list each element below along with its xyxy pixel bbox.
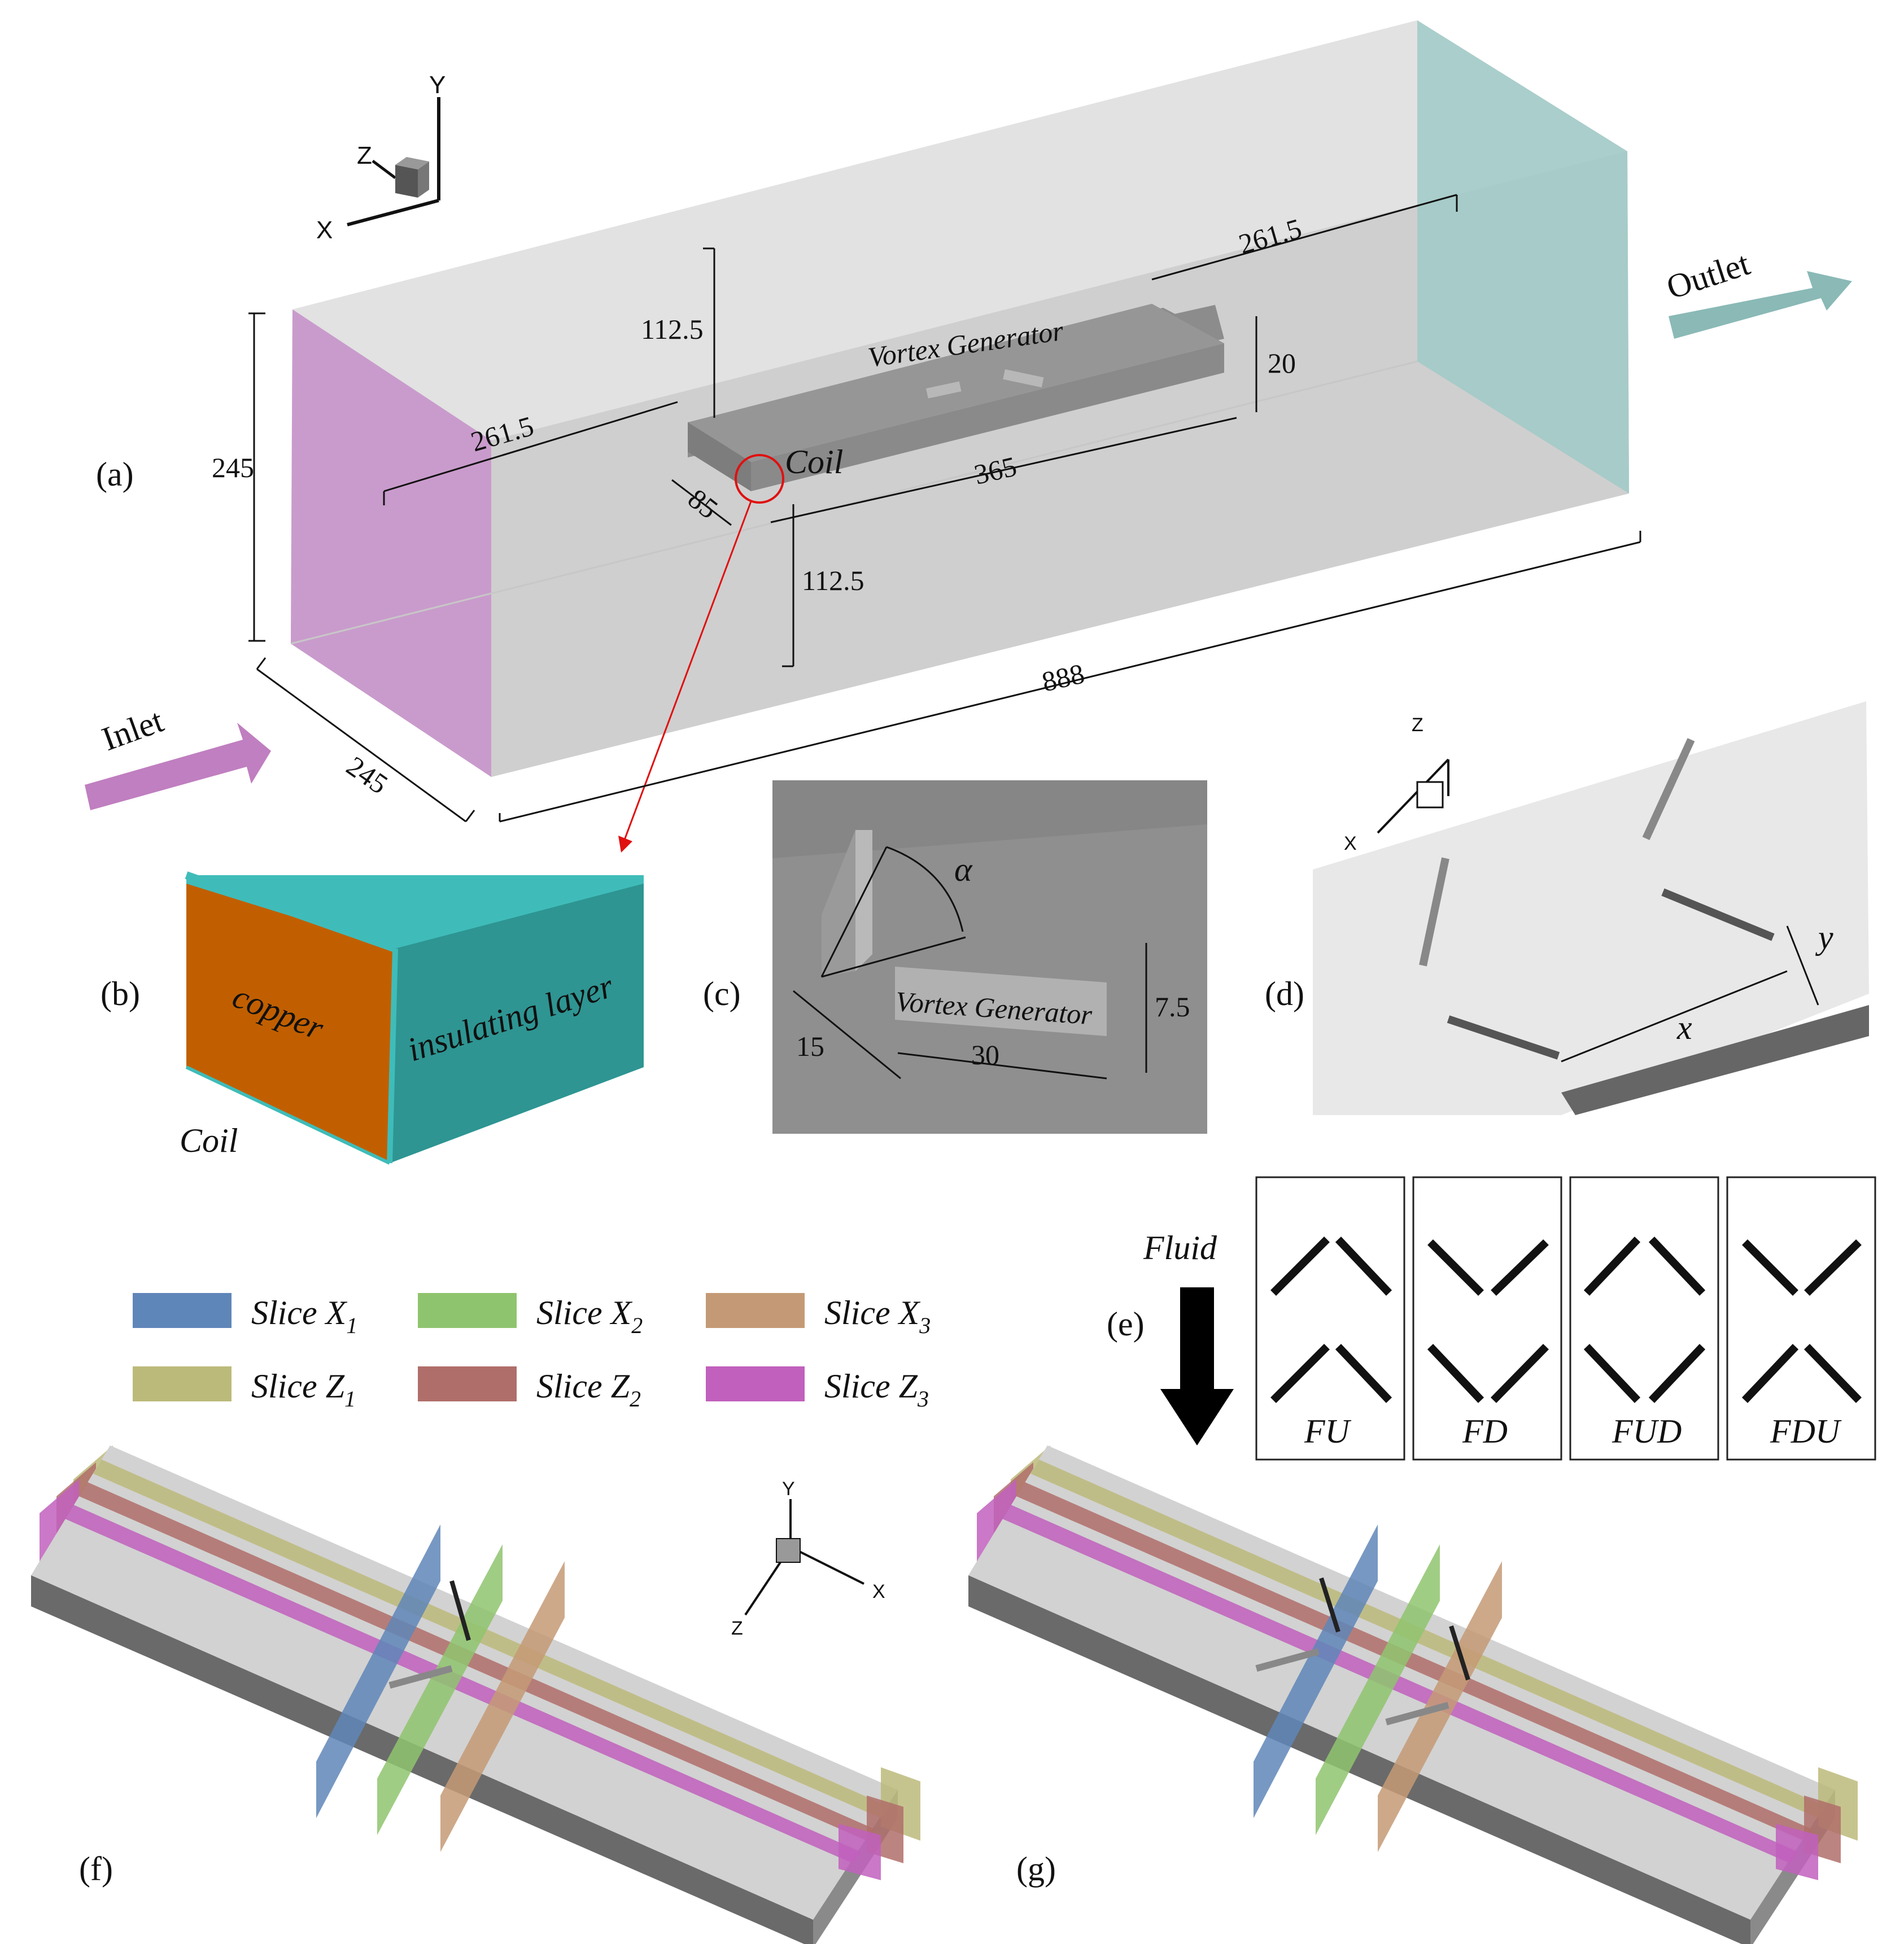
- coil-callout-circle: [735, 454, 784, 504]
- axis-label-x-a: X: [316, 216, 333, 244]
- vortex-generator-detail: [772, 780, 1207, 1134]
- y-dimension-label: y: [1815, 919, 1833, 956]
- legend-label-x1: Slice X1: [251, 1294, 357, 1338]
- axis-label-x-d: X: [1344, 833, 1357, 854]
- config-label-fdu: FDU: [1770, 1413, 1842, 1450]
- dim-top-gap: 112.5: [641, 313, 704, 345]
- outlet-arrow: [1669, 271, 1852, 339]
- config-box-fd: [1412, 1176, 1562, 1461]
- inlet-face: [291, 309, 491, 777]
- dim-bottom-gap: 112.5: [802, 565, 864, 596]
- axis-label-x-f: X: [872, 1581, 885, 1602]
- legend-swatch-z2: [418, 1366, 517, 1401]
- vg-plate: [895, 967, 1107, 1036]
- config-label-fd: FD: [1462, 1413, 1508, 1450]
- dim-thickness: 7.5: [1155, 991, 1190, 1023]
- axis-label-y-f: Y: [782, 1478, 795, 1500]
- duct-front-face: [491, 151, 1629, 777]
- dim-vg-length: 30: [971, 1039, 999, 1071]
- x-dimension-label: x: [1676, 1009, 1692, 1046]
- legend-label-z3: Slice Z3: [824, 1368, 929, 1412]
- legend-label-x2: Slice X2: [536, 1294, 643, 1338]
- legend-label-z2: Slice Z2: [536, 1368, 641, 1412]
- coil-title: Coil: [180, 1122, 238, 1159]
- legend-swatch-z1: [133, 1366, 232, 1401]
- axes-triad-f: [744, 1499, 864, 1616]
- panel-label-b: (b): [101, 975, 140, 1012]
- axis-label-z-f: Z: [731, 1618, 743, 1639]
- dimension-lines-a: [248, 194, 1641, 823]
- legend-swatch-x3: [706, 1293, 805, 1328]
- panel-label-f: (f): [79, 1850, 113, 1888]
- panel-label-e: (e): [1107, 1305, 1145, 1343]
- axes-triad-a: [347, 97, 440, 226]
- insulation-face: [390, 884, 644, 1163]
- slice-layout-f: [31, 1445, 920, 1944]
- dim-vg-offset: 15: [796, 1030, 824, 1062]
- panel-label-a: (a): [96, 456, 134, 493]
- axes-triad-d: [1377, 758, 1449, 834]
- config-box-fu: [1255, 1176, 1405, 1461]
- coil-cross-section: [185, 871, 644, 1165]
- coil-callout-arrow: [623, 501, 752, 842]
- outlet-face: [1417, 20, 1629, 493]
- config-box-fud: [1569, 1176, 1719, 1461]
- fluid-label: Fluid: [1143, 1229, 1217, 1266]
- coil-label-a: Coil: [785, 443, 843, 480]
- dim-coil-height: 20: [1268, 347, 1296, 379]
- outlet-label: Outlet: [1662, 244, 1754, 306]
- inlet-arrow: [85, 723, 271, 810]
- axis-label-z-d: Z: [1412, 714, 1423, 736]
- dim-height: 245: [212, 452, 254, 483]
- panel-label-g: (g): [1016, 1850, 1056, 1888]
- panel-label-c: (c): [703, 975, 741, 1012]
- panel-label-d: (d): [1265, 975, 1304, 1012]
- dim-length: 888: [1039, 657, 1088, 697]
- config-label-fu: FU: [1304, 1413, 1352, 1450]
- vg-arrangement: [1313, 701, 1869, 1115]
- dim-width: 245: [341, 750, 394, 800]
- config-box-fdu: [1726, 1176, 1876, 1461]
- axis-label-z-a: Z: [357, 142, 372, 169]
- legend-swatch-x2: [418, 1293, 517, 1328]
- config-label-fud: FUD: [1612, 1413, 1682, 1450]
- legend-label-x3: Slice X3: [824, 1294, 931, 1338]
- legend-label-z1: Slice Z1: [251, 1368, 356, 1412]
- slice-legend: Slice X1 Slice X2 Slice X3 Slice Z1 Slic…: [133, 1293, 931, 1412]
- axis-label-y-a: Y: [429, 71, 446, 99]
- inlet-label: Inlet: [97, 701, 168, 758]
- config-boxes: [1255, 1176, 1876, 1461]
- legend-swatch-x1: [133, 1293, 232, 1328]
- slice-layout-g: [968, 1445, 1858, 1944]
- alpha-label: α: [954, 851, 973, 888]
- fluid-direction-arrow: [1160, 1287, 1234, 1445]
- legend-swatch-z3: [706, 1366, 805, 1401]
- duct-top-face: [292, 20, 1627, 440]
